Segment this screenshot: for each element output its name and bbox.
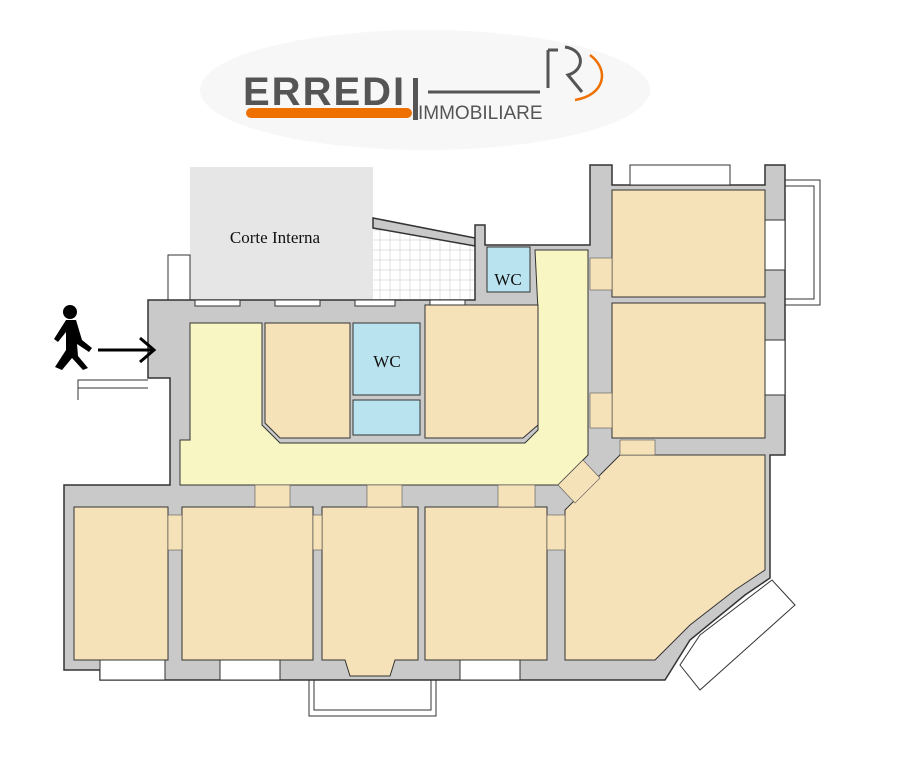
inner-court <box>190 167 373 300</box>
room <box>611 302 766 439</box>
room <box>321 506 419 677</box>
room <box>264 322 351 439</box>
wc-label: WC <box>373 352 400 371</box>
walking-person-icon <box>54 305 92 370</box>
balcony-right <box>679 579 796 691</box>
room <box>424 304 539 439</box>
logo-name: ERREDI <box>243 70 406 114</box>
logo: ERREDI IMMOBILIARE <box>200 30 650 150</box>
doorways <box>167 257 656 551</box>
wc-room-small <box>352 399 421 436</box>
wc-room <box>352 322 421 396</box>
room <box>73 506 169 661</box>
room <box>564 454 766 661</box>
room <box>611 189 766 298</box>
room <box>424 506 548 661</box>
wc-label: WC <box>494 270 521 289</box>
room <box>181 506 314 661</box>
corridor <box>179 249 589 486</box>
rooms <box>73 189 766 677</box>
wc-room <box>486 246 531 293</box>
logo-subtitle: IMMOBILIARE <box>418 103 543 124</box>
entrance-arrow-icon <box>98 336 157 364</box>
court-label: Corte Interna <box>230 228 321 247</box>
